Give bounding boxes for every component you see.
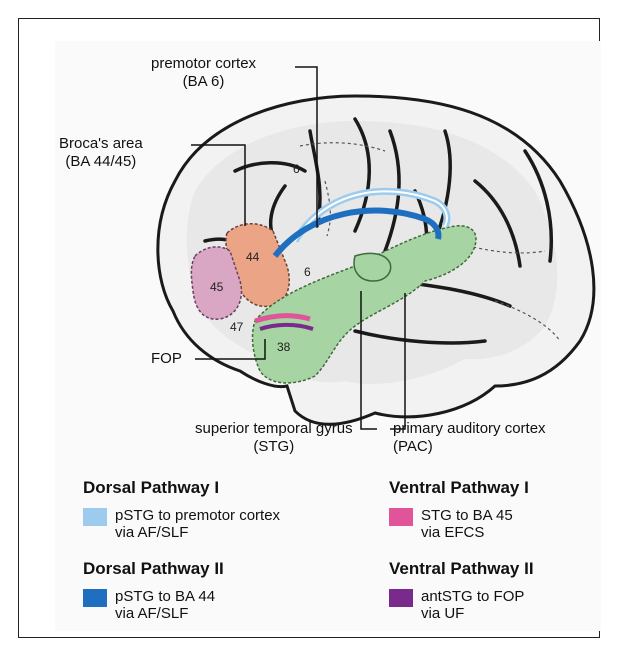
ba6-lower-number: 6 <box>304 265 311 279</box>
stg-line1: superior temporal gyrus <box>195 420 353 438</box>
ventral-pathway-1-entry: STG to BA 45 via EFCS <box>389 507 513 541</box>
dorsal-pathway-1-entry: pSTG to premotor cortex via AF/SLF <box>83 507 280 541</box>
dorsal-pathway-1-line2: via AF/SLF <box>115 524 280 541</box>
pac-label: primary auditory cortex (PAC) <box>393 420 546 456</box>
stg-label: superior temporal gyrus (STG) <box>195 420 353 456</box>
dorsal-pathway-2-entry: pSTG to BA 44 via AF/SLF <box>83 588 215 622</box>
dorsal-pathway-1-swatch <box>83 508 107 526</box>
pac-line2: (PAC) <box>393 438 546 456</box>
premotor-cortex-line2: (BA 6) <box>151 73 256 91</box>
brain-figure: 6 6 44 45 47 38 premotor cortex (BA 6) B… <box>55 41 601 631</box>
dorsal-pathway-1-line1: pSTG to premotor cortex <box>115 507 280 524</box>
stg-line2: (STG) <box>195 438 353 456</box>
ventral-pathway-1-swatch <box>389 508 413 526</box>
ba38-number: 38 <box>277 340 291 354</box>
ventral-pathway-2-line2: via UF <box>421 605 524 622</box>
ventral-pathway-2-line1: antSTG to FOP <box>421 588 524 605</box>
premotor-cortex-label: premotor cortex (BA 6) <box>151 55 256 91</box>
ventral-pathway-1-line1: STG to BA 45 <box>421 507 513 524</box>
fop-label: FOP <box>151 350 182 368</box>
ba44-number: 44 <box>246 250 260 264</box>
ventral-pathway-1-line2: via EFCS <box>421 524 513 541</box>
ba47-number: 47 <box>230 320 244 334</box>
dorsal-pathway-1-title: Dorsal Pathway I <box>83 478 219 498</box>
brocas-area-label: Broca's area (BA 44/45) <box>59 135 143 171</box>
dorsal-pathway-2-swatch <box>83 589 107 607</box>
ventral-pathway-1-title: Ventral Pathway I <box>389 478 529 498</box>
dorsal-pathway-2-title: Dorsal Pathway II <box>83 559 224 579</box>
premotor-cortex-line1: premotor cortex <box>151 55 256 73</box>
ventral-pathway-2-title: Ventral Pathway II <box>389 559 534 579</box>
brocas-area-line1: Broca's area <box>59 135 143 153</box>
brain-diagram: 6 6 44 45 47 38 <box>55 41 601 631</box>
ventral-pathway-2-entry: antSTG to FOP via UF <box>389 588 524 622</box>
ba6-top-number: 6 <box>293 162 300 176</box>
figure-frame: 6 6 44 45 47 38 premotor cortex (BA 6) B… <box>18 18 600 638</box>
dorsal-pathway-2-line1: pSTG to BA 44 <box>115 588 215 605</box>
pac-line1: primary auditory cortex <box>393 420 546 438</box>
brocas-area-line2: (BA 44/45) <box>59 153 143 171</box>
pac-region <box>354 253 391 281</box>
ba45-number: 45 <box>210 280 224 294</box>
ventral-pathway-2-swatch <box>389 589 413 607</box>
dorsal-pathway-2-line2: via AF/SLF <box>115 605 215 622</box>
